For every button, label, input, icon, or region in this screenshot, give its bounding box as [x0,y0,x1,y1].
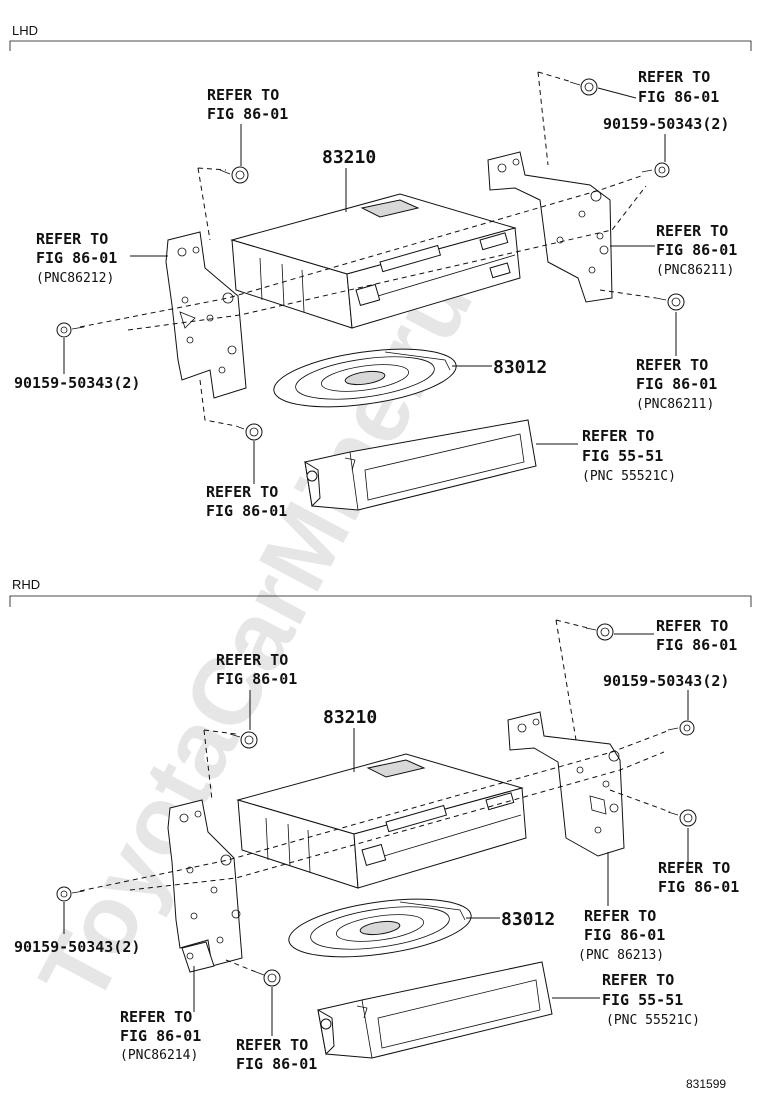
lhd-ref-top-left-l2: FIG 86-01 [207,105,288,123]
lhd-bolt-right-label: 90159-50343(2) [603,115,729,133]
rhd-ref-left-lower-l1: REFER TO [120,1008,192,1026]
lhd-disc-label: 83012 [493,357,547,378]
lhd-bolt-left-label: 90159-50343(2) [14,374,140,392]
rhd-ref-top-right-l2: FIG 86-01 [656,636,737,654]
rhd-screw-right-mid-icon [667,809,697,827]
rhd-screw-bottom-icon [255,969,281,987]
rhd-ref-right-bracket-l1: REFER TO [584,907,656,925]
lhd-ref-box-l2: FIG 55-51 [582,447,663,465]
rhd-ref-left-lower-pnc: (PNC86214) [120,1048,198,1063]
rhd-ref-bottom-screw-l1: REFER TO [236,1036,308,1054]
lhd-screw-top-left-icon [219,166,249,184]
illustration-number: 831599 [686,1077,726,1091]
section-heading-lhd: LHD [12,23,38,38]
lhd-ref-top-right-l2: FIG 86-01 [638,88,719,106]
rhd-ref-bottom-screw-l2: FIG 86-01 [236,1055,317,1073]
lhd-ref-left-bracket-pnc: (PNC86212) [36,271,114,286]
section-bracket-lhd [9,40,752,51]
section-heading-rhd: RHD [12,577,40,592]
rhd-pocket-box [317,961,553,1059]
lhd-receiver-label: 83210 [322,147,376,168]
rhd-section: RHD [9,577,752,1073]
lhd-fasteners [56,71,685,441]
rhd-bolt-left-label: 90159-50343(2) [14,938,140,956]
rhd-left-bracket [167,799,243,973]
rhd-screw-top-left-icon [229,731,258,749]
rhd-bolt-left-icon [56,886,85,902]
lhd-section: LHD [9,23,752,520]
lhd-bolt-right-icon [641,162,670,178]
lhd-ref-right-lower-l2: FIG 86-01 [636,375,717,393]
rhd-labels: REFER TO FIG 86-01 REFER TO FIG 86-01 90… [14,617,739,1073]
lhd-disc-83012 [273,348,457,408]
rhd-receiver-label: 83210 [323,707,377,728]
lhd-left-bracket [165,231,247,399]
lhd-ref-right-bracket-l1: REFER TO [656,222,728,240]
lhd-screw-top-right-icon [569,78,598,96]
rhd-ref-right-bracket-l2: FIG 86-01 [584,926,665,944]
lhd-bolt-left-icon [56,322,85,338]
lhd-ref-box-l1: REFER TO [582,427,654,445]
rhd-ref-box-pnc: (PNC 55521C) [606,1013,700,1028]
lhd-labels: REFER TO FIG 86-01 REFER TO FIG 86-01 90… [14,68,737,520]
lhd-screw-right-lower-icon [655,293,685,311]
rhd-ref-right-mid-l2: FIG 86-01 [658,878,739,896]
rhd-ref-box-l1: REFER TO [602,971,674,989]
lhd-ref-top-left-l1: REFER TO [207,86,279,104]
lhd-ref-right-bracket-l2: FIG 86-01 [656,241,737,259]
rhd-leaders [63,633,689,1036]
rhd-ref-right-mid-l1: REFER TO [658,859,730,877]
rhd-receiver-83210 [236,753,527,889]
lhd-ref-right-lower-l1: REFER TO [636,356,708,374]
lhd-ref-right-bracket-pnc: (PNC86211) [656,263,734,278]
lhd-ref-box-pnc: (PNC 55521C) [582,469,676,484]
lhd-pocket-box [304,419,537,511]
lhd-ref-left-bracket-l1: REFER TO [36,230,108,248]
rhd-fasteners [56,619,697,987]
lhd-ref-bottom-screw-l1: REFER TO [206,483,278,501]
rhd-bolt-right-label: 90159-50343(2) [603,672,729,690]
lhd-leaders [63,87,677,484]
lhd-receiver-83210 [230,193,521,329]
lhd-ref-top-right-l1: REFER TO [638,68,710,86]
rhd-ref-left-lower-l2: FIG 86-01 [120,1027,201,1045]
lhd-ref-bottom-screw-l2: FIG 86-01 [206,502,287,520]
rhd-ref-top-right-l1: REFER TO [656,617,728,635]
rhd-screw-top-right-icon [585,623,614,641]
lhd-right-bracket [487,151,613,303]
rhd-bolt-right-icon [667,720,695,736]
rhd-ref-right-bracket-pnc: (PNC 86213) [578,948,664,963]
lhd-ref-right-lower-pnc: (PNC86211) [636,397,714,412]
rhd-ref-box-l2: FIG 55-51 [602,991,683,1009]
rhd-ref-top-left-l2: FIG 86-01 [216,670,297,688]
lhd-ref-left-bracket-l2: FIG 86-01 [36,249,117,267]
section-bracket-rhd [9,595,752,607]
rhd-disc-label: 83012 [501,909,555,930]
rhd-ref-top-left-l1: REFER TO [216,651,288,669]
rhd-disc-83012 [288,898,472,958]
lhd-screw-bottom-icon [235,423,263,441]
